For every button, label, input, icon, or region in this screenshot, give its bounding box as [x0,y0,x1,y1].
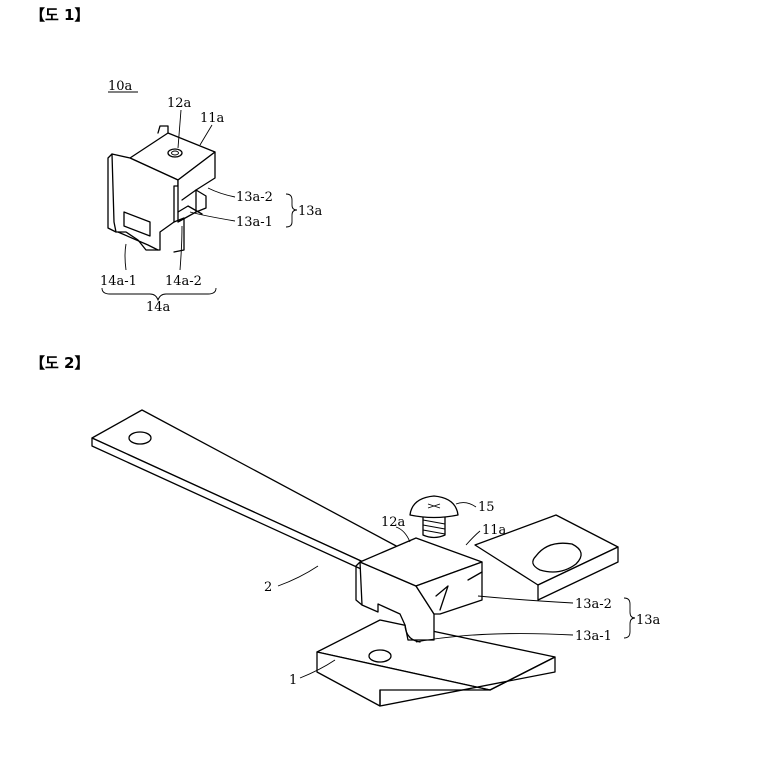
label-14a-1: 14a-1 [100,274,137,289]
label-12a: 12a [167,96,192,111]
bracket-10a-drawing [107,125,216,253]
label-14a: 14a [146,300,171,315]
figure-2: 【도 2】 [30,354,661,707]
label-13a-2: 13a-2 [575,597,612,612]
figure-1: 【도 1】 [30,6,323,315]
label-15: 15 [478,500,495,515]
assembly-drawing [91,409,619,707]
label-2: 2 [264,580,272,595]
label-14a-2: 14a-2 [165,274,202,289]
figure-1-header: 【도 1】 [30,6,89,24]
label-13a: 13a [636,613,661,628]
figure-2-header: 【도 2】 [30,354,89,372]
label-13a-1: 13a-1 [575,629,612,644]
label-13a: 13a [298,204,323,219]
label-13a-2: 13a-2 [236,190,273,205]
label-11a: 11a [482,523,507,538]
label-10a: 10a [108,79,133,94]
label-12a: 12a [381,515,406,530]
label-11a: 11a [200,111,225,126]
label-13a-1: 13a-1 [236,215,273,230]
label-1: 1 [289,673,297,688]
